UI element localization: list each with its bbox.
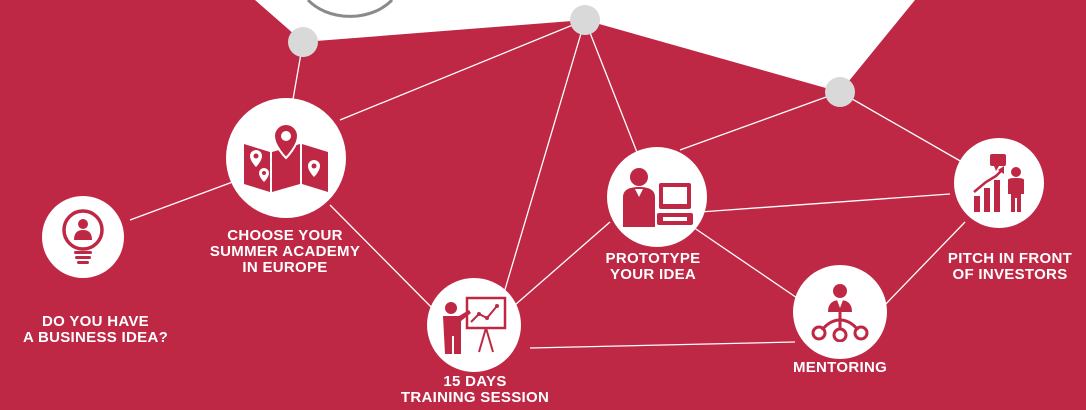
step-node-choose-academy [226,98,346,218]
network-person-icon [811,284,869,342]
top-circle-arc [306,0,394,18]
connector-lines [129,19,966,349]
top-panel [255,0,915,92]
step-node-business-idea [42,196,124,278]
step-label-mentoring: MENTORING [792,359,888,376]
step-node-mentoring [793,265,887,359]
step-label-choose-academy: CHOOSE YOUR SUMMER ACADEMY IN EUROPE [209,227,361,276]
lightbulb-person-icon [62,209,104,264]
junction-dot [825,77,855,107]
person-computer-icon [623,168,693,227]
map-pins-icon [244,122,328,192]
junction-dot [288,27,318,57]
growth-chart-person-icon [973,154,1024,212]
step-label-training-session: 15 DAYS TRAINING SESSION [400,373,550,406]
step-node-pitch [954,138,1044,228]
step-label-pitch: PITCH IN FRONT OF INVESTORS [947,250,1073,283]
step-label-prototype: PROTOTYPE YOUR IDEA [605,250,701,283]
presenter-chart-icon [443,296,507,354]
step-node-prototype [607,147,707,247]
junction-dot [570,5,600,35]
step-node-training-session [427,278,521,372]
step-label-business-idea: DO YOU HAVE A BUSINESS IDEA? [22,313,169,346]
